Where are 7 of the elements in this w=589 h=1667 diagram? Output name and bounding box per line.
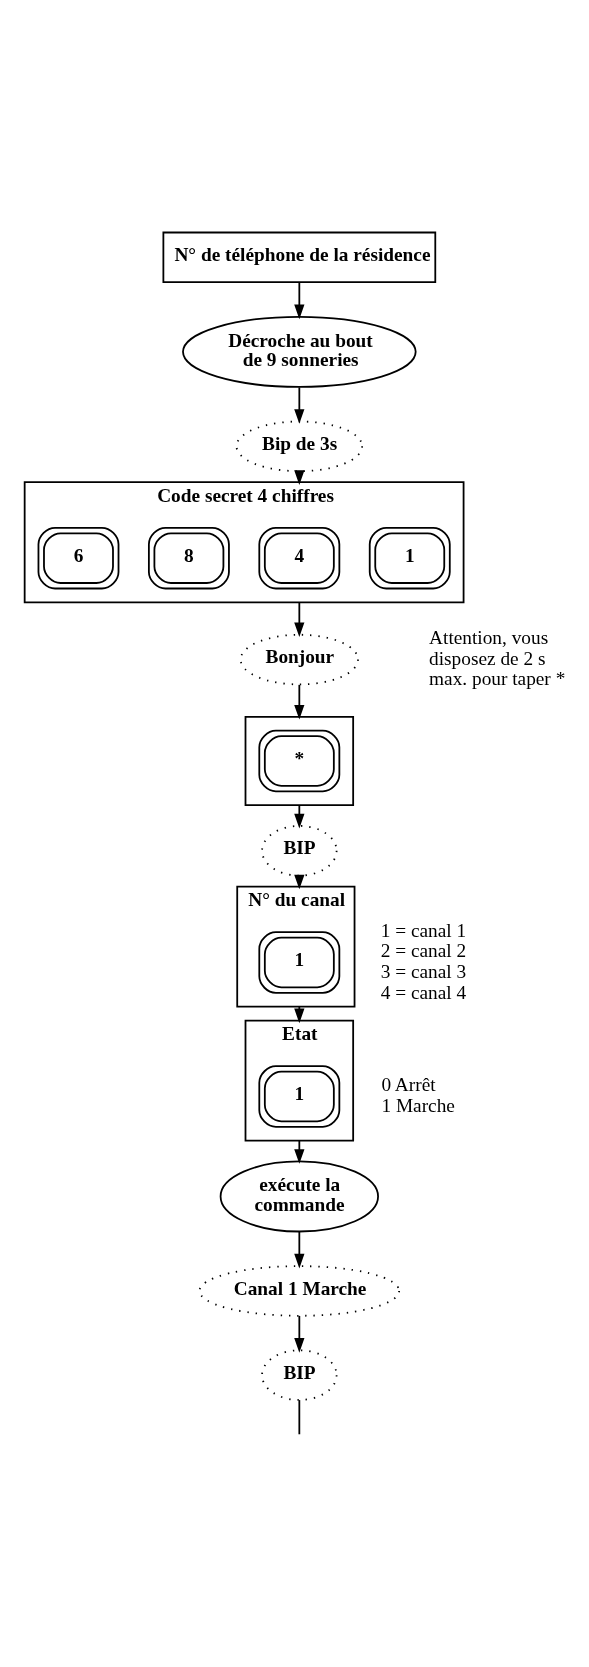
node-label: 1 Marche [381,1094,455,1116]
node-label: Attention, vous disposez de 2 s max. pour taper * [429,626,566,689]
node-label: 1 = canal 1 [380,919,467,941]
node-label: 3 = canal 3 [380,960,467,982]
node-label: 2 = canal 2 [380,939,467,961]
node-label: 4 = canal 4 [380,981,467,1003]
node-label: 0 Arrêt [381,1073,436,1095]
